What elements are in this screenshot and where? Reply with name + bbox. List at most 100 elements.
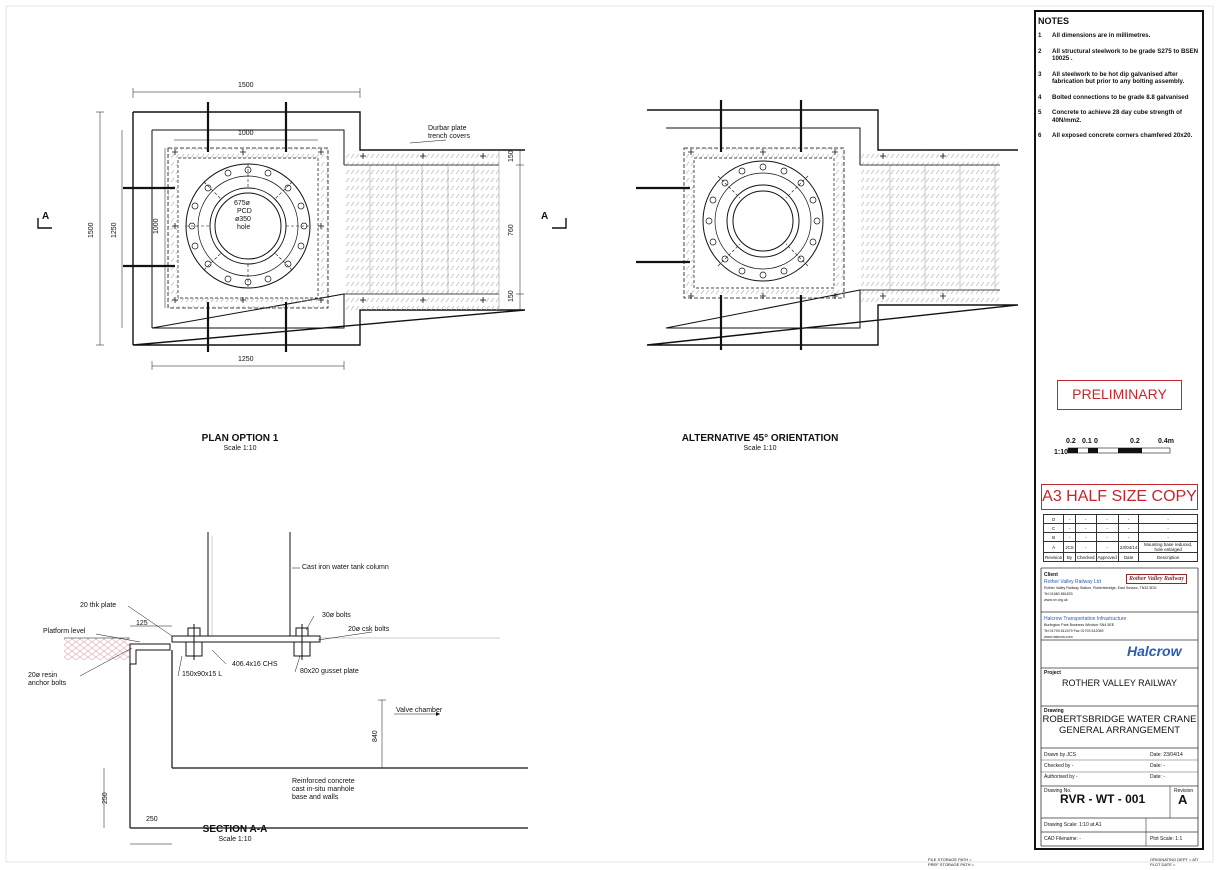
checked-date: Date: - [1150, 763, 1166, 769]
section-concrete-1: Reinforced concrete [292, 778, 355, 785]
authorised-by: Authorised by - [1044, 774, 1078, 780]
table-row: B----- [1042, 532, 1198, 542]
section-dim-840: 840 [372, 730, 379, 742]
section-bolts-label: 30ø bolts [322, 612, 351, 619]
table-row: C----- [1042, 523, 1198, 533]
section-anchor-label: 20ø resin anchor bolts [28, 672, 67, 687]
client-name: Rother Valley Railway Ltd [1044, 579, 1101, 585]
section-scale: Scale 1:10 [218, 836, 252, 843]
plot-scale: Plot Scale: 1:1 [1150, 836, 1183, 842]
plan1-dim-top: 1500 [238, 82, 254, 89]
section-bolts [185, 624, 311, 660]
section-column [207, 532, 291, 638]
plan1-dim-left-inner: 1000 [153, 218, 160, 234]
plan1-dim-right-mid: 760 [508, 224, 515, 236]
client-label: Client [1044, 572, 1058, 578]
footer-pref-path: PREF STORAGE PATH = [928, 862, 974, 867]
drawing-no-label: Drawing No. [1044, 788, 1072, 794]
scale-bar-label: 0 [1094, 438, 1098, 445]
section-concrete-3: base and walls [292, 794, 339, 801]
plan1-section-label-right: A [541, 211, 549, 222]
scale-bar-label: 0.2 [1066, 438, 1076, 445]
drawing-scale: Drawing Scale: 1:10 at A1 [1044, 822, 1102, 828]
section-angle [129, 643, 171, 665]
rvr-logo: Rother Valley Railway [1126, 574, 1188, 584]
client-web: www.rvr.org.uk [1044, 598, 1068, 602]
contractor-tel: Tel 01793 812479 Fax 01793 812089 [1044, 629, 1104, 633]
contractor-name: Halcrow Transportation Infrastructure [1044, 616, 1127, 622]
plan1-title: PLAN OPTION 1 [201, 433, 279, 444]
cad-filename: CAD Filename: - [1044, 836, 1081, 842]
contractor-web: www.halcrow.com [1044, 635, 1073, 639]
section-angle-label: 150x90x15 L [182, 671, 223, 678]
sheet-border [5, 5, 1214, 863]
section-gusset-label: 80x20 gusset plate [300, 668, 359, 675]
client-tel: Tel 01580 881833 [1044, 592, 1073, 596]
plan1-section-label-left: A [42, 211, 50, 222]
plan1-scale: Scale 1:10 [223, 445, 257, 452]
plan1-trench-label: Durbar plate trench covers [428, 125, 471, 140]
drawing-title-1: ROBERTSBRIDGE WATER CRANE [1042, 714, 1197, 725]
drawn-date: Date: 23/04/14 [1150, 752, 1183, 758]
section-base-plate [171, 635, 321, 643]
a3-half-size-stamp: A3 HALF SIZE COPY [1041, 484, 1198, 510]
plan1-fixings [172, 149, 486, 303]
halcrow-logo: Halcrow [1127, 643, 1182, 659]
plan1-pcd-2: PCD [237, 208, 252, 215]
footer-dept: ORIGINATING DEPT = ATI [1150, 857, 1199, 862]
preliminary-stamp: PRELIMINARY [1057, 380, 1182, 410]
section-platform-hatch [64, 638, 130, 660]
scale-bar-ratio: 1:10 [1054, 449, 1069, 456]
section-platform-label: Platform level [43, 628, 86, 635]
plan1-bolt-holes [188, 166, 308, 286]
plan1-dim-bottom: 1250 [238, 356, 254, 363]
drawn-by: Drawn by JCS [1044, 752, 1076, 758]
section-title: SECTION A-A [202, 824, 268, 835]
scale-bar-label: 0.4m [1158, 438, 1174, 445]
section-plate-label: 20 thk plate [80, 602, 117, 609]
plan-option-1-drawing [37, 88, 567, 370]
section-csk-label: 20ø csk bolts [348, 626, 390, 633]
drawing-number: RVR - WT - 001 [1060, 792, 1146, 806]
titleblock-lines [1040, 567, 1199, 847]
section-valve-label: Valve chamber [396, 707, 443, 714]
project-label: Project [1044, 670, 1061, 676]
plan1-dim-left-outer: 1500 [88, 222, 95, 238]
section-a-a-drawing [64, 532, 528, 845]
client-address: Rother Valley Railway Station, Robertsbr… [1044, 586, 1157, 590]
section-dim-250v: 250 [102, 792, 109, 804]
scale-bar [1067, 447, 1171, 454]
drawing-title: ROBERTSBRIDGE WATER CRANE GENERAL ARRANG… [1041, 714, 1198, 736]
scale-bar-label: 0.1 [1082, 438, 1092, 445]
plan1-dimensions [96, 88, 524, 370]
plan1-section-marker-left [37, 218, 52, 229]
section-chamber [129, 650, 528, 829]
drawing-title-2: GENERAL ARRANGEMENT [1058, 725, 1181, 736]
footer-file-path: FILE STORAGE PATH = [928, 857, 972, 862]
project-name: ROTHER VALLEY RAILWAY [1061, 678, 1178, 688]
plan2-scale: Scale 1:10 [743, 445, 777, 452]
alt-orientation-drawing [636, 100, 1019, 350]
authorised-date: Date: - [1150, 774, 1166, 780]
plan1-anchor-bolts [123, 102, 288, 352]
drawing-label: Drawing [1044, 708, 1064, 714]
section-chs-label: 406.4x16 CHS [232, 661, 278, 668]
notes-title: NOTES [1038, 16, 1070, 26]
revision-letter: A [1178, 792, 1188, 807]
section-concrete-2: cast in-situ manhole [292, 786, 355, 793]
section-dim-125: 125 [136, 620, 148, 627]
plan1-trench-cover [344, 150, 499, 310]
table-row: D----- [1042, 514, 1198, 524]
plan1-section-marker-right [552, 218, 567, 229]
plan1-pcd-1: 675ø [234, 200, 250, 207]
